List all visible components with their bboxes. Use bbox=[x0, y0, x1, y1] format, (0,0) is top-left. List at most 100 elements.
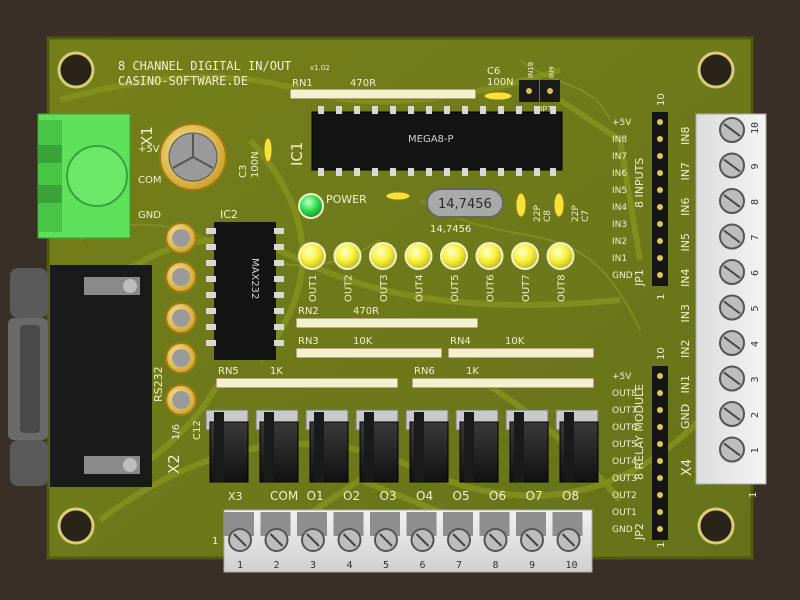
led-label: OUT4 bbox=[415, 274, 426, 302]
board-website: CASINO-SOFTWARE.DE bbox=[118, 74, 248, 88]
jp1-pin-label: GND bbox=[612, 271, 633, 281]
jp2-pin-label: OUT6 bbox=[612, 423, 637, 433]
led-3 bbox=[369, 242, 397, 270]
rn6-label: RN6 bbox=[414, 366, 435, 377]
x4-pin-number: 7 bbox=[750, 234, 761, 240]
x4-pin-number: 5 bbox=[750, 305, 761, 311]
led-8 bbox=[546, 242, 575, 270]
x1-pin-5v: +5V bbox=[138, 144, 160, 155]
ic1-chip bbox=[311, 106, 563, 176]
c4-capacitor bbox=[385, 191, 411, 201]
driver-transistor bbox=[555, 409, 599, 483]
jp2-name: JP2 bbox=[633, 523, 646, 541]
x3-pin-number: 2 bbox=[274, 560, 280, 571]
x1-pin-gnd: GND bbox=[138, 210, 161, 221]
electrolytic-capacitor bbox=[159, 123, 227, 191]
x3-label-text: O5 bbox=[453, 489, 470, 503]
c3-capacitor bbox=[263, 137, 273, 163]
capacitor-bank bbox=[165, 222, 197, 416]
rn4-resistor-network bbox=[447, 347, 595, 359]
x3-label-text: O8 bbox=[562, 489, 579, 503]
crystal-label: 14,7456 bbox=[430, 224, 471, 235]
jp1-pin-label: +5V bbox=[612, 118, 632, 128]
x3-pin-number: 6 bbox=[420, 560, 426, 571]
x4-label-text: IN5 bbox=[679, 233, 692, 251]
led-label: OUT3 bbox=[379, 274, 390, 302]
x4-pin-number: 6 bbox=[750, 270, 761, 276]
jp1-pin-label: IN5 bbox=[612, 186, 627, 196]
rn3-label: RN3 bbox=[298, 336, 319, 347]
jp1-pin-label: IN1 bbox=[612, 254, 627, 264]
power-led bbox=[298, 193, 324, 219]
driver-transistor bbox=[305, 409, 349, 483]
c7-label: C7 bbox=[581, 210, 591, 222]
led-4 bbox=[404, 242, 433, 270]
x3-pin-number: 4 bbox=[347, 560, 353, 571]
x3-label-text: COM bbox=[270, 489, 298, 503]
x4-label-text: IN8 bbox=[679, 127, 692, 145]
rn5-resistor-network bbox=[215, 377, 399, 389]
x3-pin-number: 3 bbox=[310, 560, 316, 571]
jp1-name: JP1 bbox=[633, 269, 646, 287]
mounting-holes bbox=[57, 51, 735, 545]
x4-pin-number: 3 bbox=[750, 376, 761, 382]
c7-value: 22P bbox=[571, 205, 581, 222]
x4-pin-number: 4 bbox=[750, 341, 761, 347]
driver-transistor bbox=[505, 409, 549, 483]
led-2 bbox=[333, 242, 362, 270]
ic2-label: IC2 bbox=[220, 208, 238, 221]
driver-transistor bbox=[355, 409, 399, 483]
x3-label-text: O3 bbox=[380, 489, 397, 503]
led-1 bbox=[298, 242, 326, 270]
led-label: OUT8 bbox=[557, 274, 568, 302]
jp1-pin-label: IN6 bbox=[612, 169, 627, 179]
c6-label: C6 bbox=[487, 66, 500, 77]
x3-label-text: O1 bbox=[307, 489, 324, 503]
rn1-label: RN1 bbox=[292, 78, 313, 89]
ic1-chip-label: MEGA8-P bbox=[408, 134, 454, 145]
jumper-label-in18: IN18 bbox=[527, 62, 535, 78]
x4-label-text: IN1 bbox=[679, 375, 692, 393]
driver-transistor bbox=[455, 409, 499, 483]
x3-pin-number: 8 bbox=[493, 560, 499, 571]
rn1-value: 470R bbox=[350, 78, 376, 89]
c8-label: C8 bbox=[543, 210, 553, 222]
c8-value: 22P bbox=[533, 205, 543, 222]
jp1-pin1: 1 bbox=[656, 294, 667, 300]
c6-value: 100N bbox=[487, 77, 514, 88]
x4-label-text: IN2 bbox=[679, 340, 692, 358]
c12-label: C12 bbox=[192, 420, 203, 440]
x3-pin-number: 7 bbox=[456, 560, 462, 571]
jp2-pin-label: OUT7 bbox=[612, 406, 637, 416]
x3-pin1-label: 1 bbox=[212, 536, 218, 547]
x4-pin1-label: 1 bbox=[748, 492, 759, 498]
x4-pin-number: 1 bbox=[750, 447, 761, 453]
jp1-pin-label: IN7 bbox=[612, 152, 627, 162]
x4-pin-number: 9 bbox=[750, 163, 761, 169]
led-label: OUT2 bbox=[344, 274, 355, 302]
led-7 bbox=[511, 242, 539, 270]
rn2-value: 470R bbox=[353, 306, 379, 317]
crystal-value: 14,7456 bbox=[438, 197, 492, 212]
board-version: v1.02 bbox=[310, 64, 330, 72]
x2-label: X2 bbox=[165, 454, 183, 474]
jp1-pin10: 10 bbox=[656, 93, 667, 106]
x4-label-text: IN3 bbox=[679, 304, 692, 322]
rn3-value: 10K bbox=[353, 336, 373, 347]
x4-label: X4 bbox=[680, 459, 695, 476]
ic2-chip bbox=[206, 222, 284, 360]
cap-bank-label: 1/6 bbox=[171, 424, 182, 440]
x3-pin-number: 10 bbox=[566, 560, 578, 571]
power-label: POWER bbox=[326, 193, 367, 206]
rn6-value: 1K bbox=[466, 366, 479, 377]
x3-label-text: O6 bbox=[489, 489, 506, 503]
jp1-pin-label: IN3 bbox=[612, 220, 627, 230]
x3-label-text: O7 bbox=[526, 489, 543, 503]
driver-transistors bbox=[205, 409, 599, 483]
rn5-value: 1K bbox=[270, 366, 283, 377]
jp1-title: 8 INPUTS bbox=[633, 158, 646, 208]
rn4-label: RN4 bbox=[450, 336, 471, 347]
